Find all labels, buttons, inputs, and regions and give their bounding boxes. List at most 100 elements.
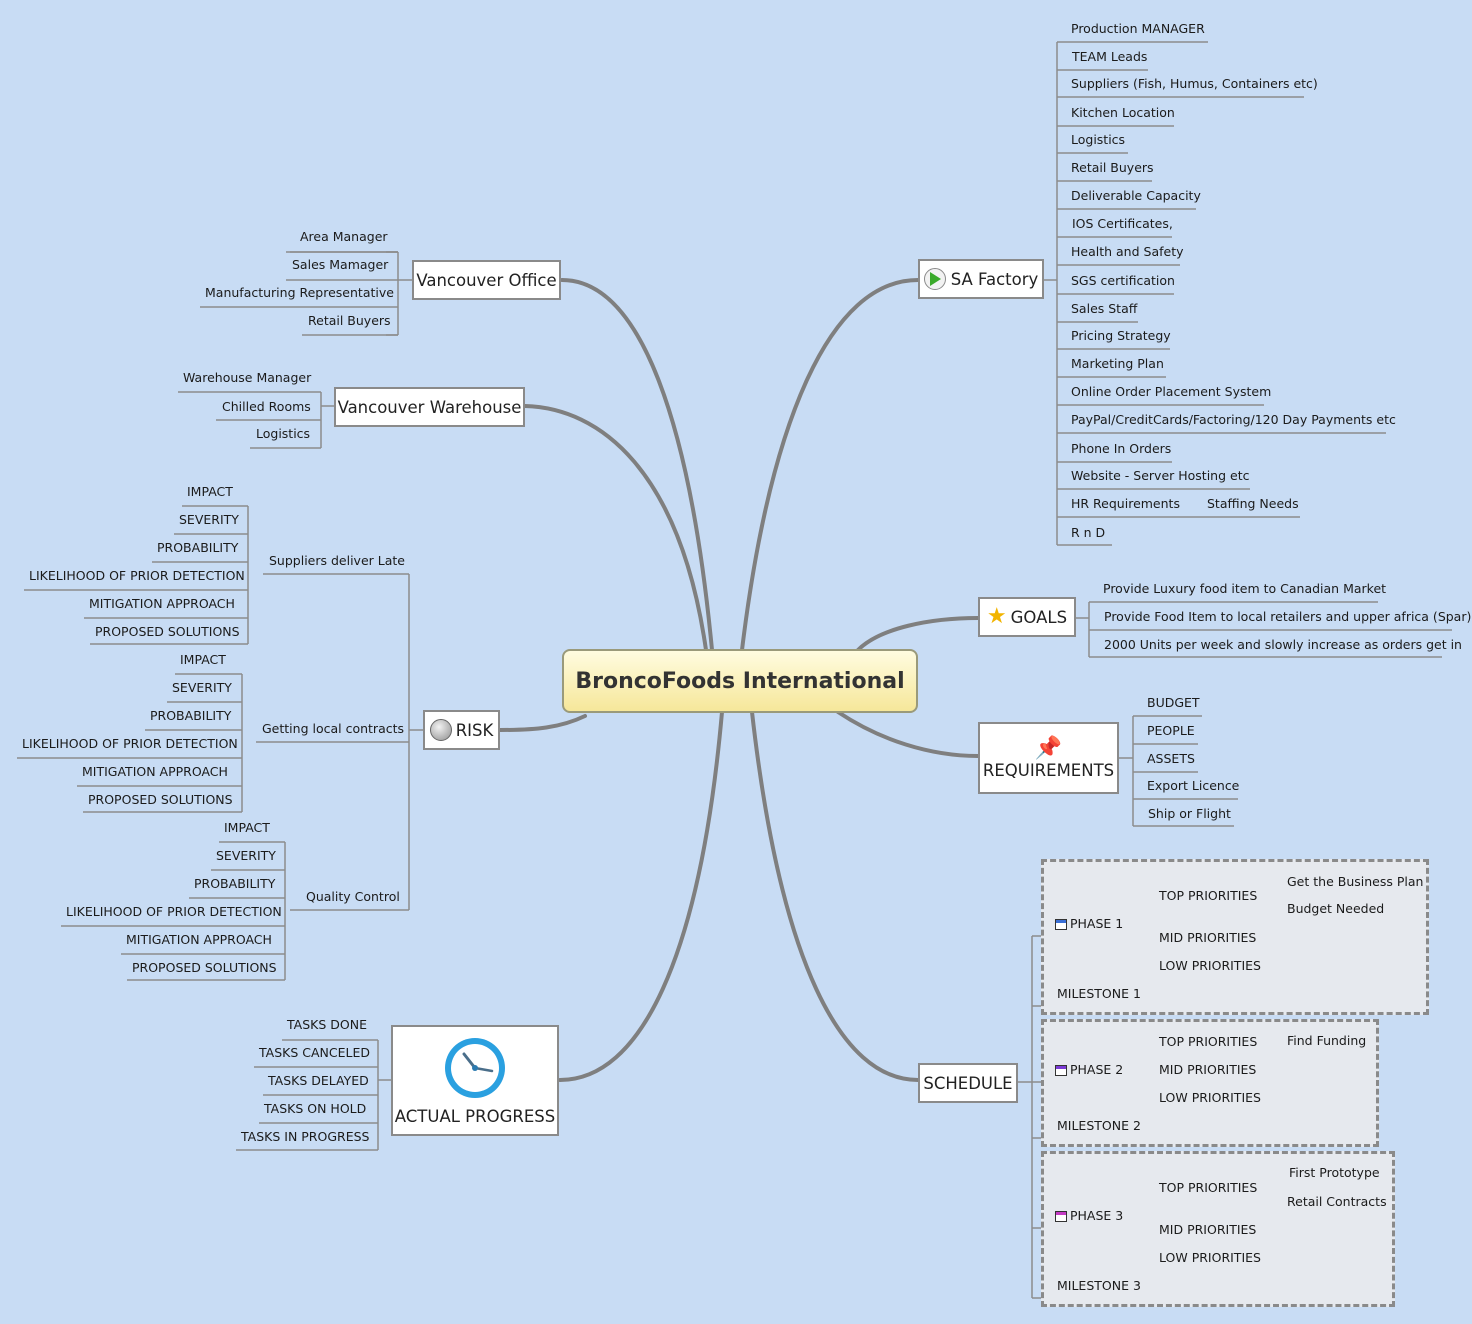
progress-item[interactable]: TASKS IN PROGRESS xyxy=(241,1129,370,1144)
risk-item[interactable]: LIKELIHOOD OF PRIOR DETECTION xyxy=(22,736,238,751)
risk-item[interactable]: SEVERITY xyxy=(179,512,239,527)
req-item[interactable]: Export Licence xyxy=(1147,778,1240,793)
branch-vancouver-office xyxy=(560,278,714,652)
sa-item[interactable]: Production MANAGER xyxy=(1071,21,1205,36)
progress-item[interactable]: TASKS DELAYED xyxy=(268,1073,369,1088)
sa-item[interactable]: PayPal/CreditCards/Factoring/120 Day Pay… xyxy=(1071,412,1396,427)
risk-item[interactable]: PROPOSED SOLUTIONS xyxy=(95,624,240,639)
sa-item[interactable]: R n D xyxy=(1071,525,1106,540)
risk-item[interactable]: SEVERITY xyxy=(172,680,232,695)
phase-label[interactable]: PHASE 2 xyxy=(1055,1062,1123,1078)
sa-item[interactable]: Health and Safety xyxy=(1071,244,1184,259)
risk-item[interactable]: LIKELIHOOD OF PRIOR DETECTION xyxy=(29,568,245,583)
priority-item[interactable]: Find Funding xyxy=(1287,1033,1367,1048)
risk-item[interactable]: PROPOSED SOLUTIONS xyxy=(88,792,233,807)
risk-item[interactable]: LIKELIHOOD OF PRIOR DETECTION xyxy=(66,904,282,919)
milestone[interactable]: MILESTONE 2 xyxy=(1057,1118,1141,1133)
top-priorities[interactable]: TOP PRIORITIES xyxy=(1159,1180,1258,1195)
risk-icon xyxy=(429,719,452,741)
risk-item[interactable]: PROBABILITY xyxy=(194,876,276,891)
sa-item[interactable]: Suppliers (Fish, Humus, Containers etc) xyxy=(1071,76,1318,91)
goal-item[interactable]: Provide Food Item to local retailers and… xyxy=(1104,609,1472,624)
priority-item[interactable]: Retail Contracts xyxy=(1287,1194,1387,1209)
milestone[interactable]: MILESTONE 3 xyxy=(1057,1278,1141,1293)
branch-actual-progress xyxy=(558,710,724,1082)
vancouver-warehouse-topic[interactable]: Vancouver Warehouse xyxy=(334,387,525,427)
progress-item[interactable]: TASKS CANCELED xyxy=(259,1045,370,1060)
sa-item[interactable]: Online Order Placement System xyxy=(1071,384,1272,399)
milestone[interactable]: MILESTONE 1 xyxy=(1057,986,1141,1001)
schedule-topic[interactable]: SCHEDULE xyxy=(918,1063,1018,1103)
risk-item[interactable]: PROPOSED SOLUTIONS xyxy=(132,960,277,975)
sa-item[interactable]: Retail Buyers xyxy=(1071,160,1154,175)
risk-item[interactable]: IMPACT xyxy=(224,820,270,835)
sa-item[interactable]: Logistics xyxy=(1071,132,1126,147)
vo-item[interactable]: Manufacturing Representative xyxy=(205,285,394,300)
vw-item[interactable]: Logistics xyxy=(256,426,311,441)
risk-item[interactable]: MITIGATION APPROACH xyxy=(89,596,235,611)
branch-schedule xyxy=(750,710,920,1082)
req-item[interactable]: PEOPLE xyxy=(1147,723,1195,738)
vo-item[interactable]: Sales Mamager xyxy=(292,257,389,272)
req-item[interactable]: ASSETS xyxy=(1147,751,1195,766)
goals-topic[interactable]: ★ GOALS xyxy=(978,597,1076,637)
req-item[interactable]: Ship or Flight xyxy=(1148,806,1231,821)
vo-item[interactable]: Retail Buyers xyxy=(308,313,391,328)
low-priorities[interactable]: LOW PRIORITIES xyxy=(1159,1090,1261,1105)
risk-topic[interactable]: RISK xyxy=(423,710,500,750)
vw-item[interactable]: Chilled Rooms xyxy=(222,399,311,414)
goal-item[interactable]: Provide Luxury food item to Canadian Mar… xyxy=(1103,581,1387,596)
sa-item[interactable]: Kitchen Location xyxy=(1071,105,1175,120)
vancouver-office-topic[interactable]: Vancouver Office xyxy=(412,260,561,300)
risk-branch-label[interactable]: Quality Control xyxy=(306,889,400,904)
play-icon xyxy=(923,268,946,290)
mid-priorities[interactable]: MID PRIORITIES xyxy=(1159,930,1257,945)
risk-item[interactable]: PROBABILITY xyxy=(150,708,232,723)
risk-item[interactable]: SEVERITY xyxy=(216,848,276,863)
priority-item[interactable]: Get the Business Plan xyxy=(1287,874,1424,889)
clock-icon xyxy=(445,1038,505,1098)
main-branches xyxy=(498,278,980,1082)
goal-item[interactable]: 2000 Units per week and slowly increase … xyxy=(1104,637,1462,652)
risk-branch-label[interactable]: Getting local contracts xyxy=(262,721,405,736)
risk-item[interactable]: IMPACT xyxy=(180,652,226,667)
sa-item[interactable]: Marketing Plan xyxy=(1071,356,1164,371)
phase-label[interactable]: PHASE 3 xyxy=(1055,1208,1123,1224)
central-topic[interactable]: BroncoFoods International xyxy=(562,649,918,713)
phase-label[interactable]: PHASE 1 xyxy=(1055,916,1123,932)
star-icon: ★ xyxy=(986,604,1007,629)
req-item[interactable]: BUDGET xyxy=(1147,695,1200,710)
requirements-topic[interactable]: 📌 REQUIREMENTS xyxy=(978,722,1119,794)
top-priorities[interactable]: TOP PRIORITIES xyxy=(1159,1034,1258,1049)
progress-item[interactable]: TASKS ON HOLD xyxy=(264,1101,367,1116)
risk-branch-label[interactable]: Suppliers deliver Late xyxy=(269,553,405,568)
risk-item[interactable]: MITIGATION APPROACH xyxy=(126,932,272,947)
vo-item[interactable]: Area Manager xyxy=(300,229,388,244)
risk-item[interactable]: MITIGATION APPROACH xyxy=(82,764,228,779)
priority-item[interactable]: First Prototype xyxy=(1289,1165,1380,1180)
sa-item[interactable]: TEAM Leads xyxy=(1072,49,1148,64)
sa-item[interactable]: Phone In Orders xyxy=(1071,441,1172,456)
sa-item[interactable]: Pricing Strategy xyxy=(1071,328,1171,343)
actual-progress-topic[interactable]: ACTUAL PROGRESS xyxy=(391,1025,559,1136)
sa-hr-child[interactable]: Staffing Needs xyxy=(1207,496,1299,511)
mid-priorities[interactable]: MID PRIORITIES xyxy=(1159,1222,1257,1237)
low-priorities[interactable]: LOW PRIORITIES xyxy=(1159,958,1261,973)
risk-item[interactable]: PROBABILITY xyxy=(157,540,239,555)
sa-item[interactable]: HR Requirements xyxy=(1071,496,1180,511)
risk-item[interactable]: IMPACT xyxy=(187,484,233,499)
branch-sa-factory xyxy=(740,278,920,652)
sa-item[interactable]: Website - Server Hosting etc xyxy=(1071,468,1250,483)
progress-item[interactable]: TASKS DONE xyxy=(287,1017,367,1032)
sa-item[interactable]: SGS certification xyxy=(1071,273,1175,288)
low-priorities[interactable]: LOW PRIORITIES xyxy=(1159,1250,1261,1265)
vancouver-office-label: Vancouver Office xyxy=(416,270,557,290)
vw-item[interactable]: Warehouse Manager xyxy=(183,370,312,385)
sa-item[interactable]: Deliverable Capacity xyxy=(1071,188,1201,203)
sa-factory-topic[interactable]: SA Factory xyxy=(918,259,1044,299)
sa-item[interactable]: IOS Certificates, xyxy=(1072,216,1173,231)
priority-item[interactable]: Budget Needed xyxy=(1287,901,1385,916)
mid-priorities[interactable]: MID PRIORITIES xyxy=(1159,1062,1257,1077)
top-priorities[interactable]: TOP PRIORITIES xyxy=(1159,888,1258,903)
sa-item[interactable]: Sales Staff xyxy=(1071,301,1138,316)
